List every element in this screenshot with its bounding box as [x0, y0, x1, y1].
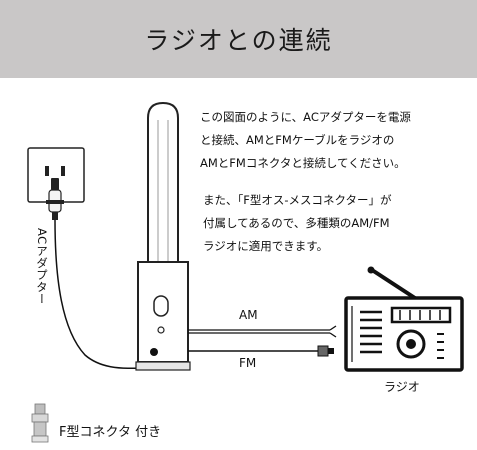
description-line: 付属してあるので、多種類のAM/FM [203, 216, 390, 230]
f-connector-label: F型コネクタ 付き [59, 425, 162, 440]
radio-icon [344, 266, 464, 372]
am-cable [188, 325, 337, 338]
am-label: AM [239, 308, 258, 322]
description-line: この図面のように、ACアダプターを電源 [200, 110, 411, 124]
radio-label: ラジオ [384, 380, 420, 394]
fm-label: FM [239, 356, 257, 370]
ac-plug-icon [46, 189, 64, 220]
ac-adapter-cable [54, 219, 141, 370]
description-line: AMとFMコネクタと接続してください。 [200, 156, 406, 170]
description-paragraph-2: また、「F型オス-メスコネクター」が 付属してあるので、多種類のAM/FM ラジ… [203, 189, 392, 258]
description-line: ラジオに適用できます。 [203, 239, 329, 253]
description-line: また、「F型オス-メスコネクター」が [203, 193, 392, 207]
description-paragraph-1: この図面のように、ACアダプターを電源 と接続、AMとFMケーブルをラジオの A… [200, 106, 411, 175]
antenna-device [135, 101, 191, 371]
fm-cable [188, 345, 334, 357]
header-bar: ラジオとの連続 [0, 0, 477, 78]
f-connector-icon [31, 403, 49, 443]
description-line: と接続、AMとFMケーブルをラジオの [200, 133, 395, 147]
page-title: ラジオとの連続 [144, 26, 333, 55]
ac-adapter-label: ACアダプター [35, 228, 49, 305]
